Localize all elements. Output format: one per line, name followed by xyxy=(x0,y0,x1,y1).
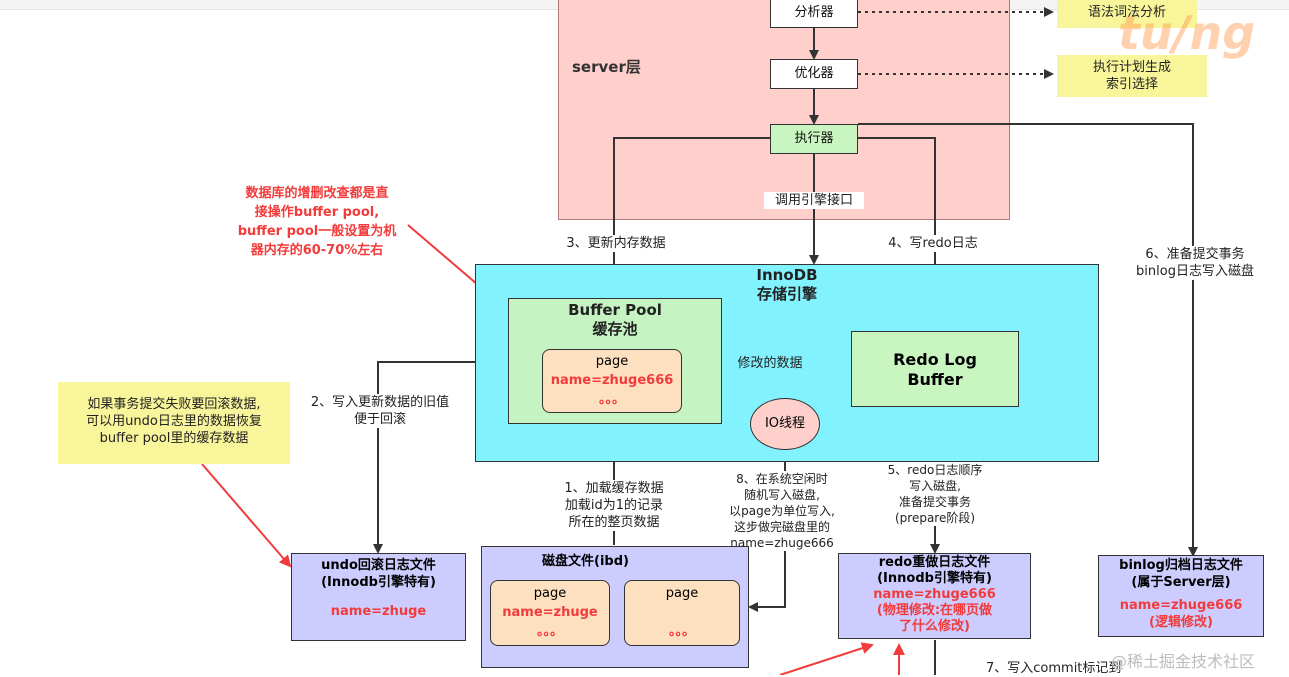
bp-title-line2: 缓存池 xyxy=(592,320,638,338)
redo-value-line2: (物理修改:在哪页做 xyxy=(876,603,993,618)
redo-buffer-line1: Redo Log xyxy=(893,350,977,369)
call-engine-label: 调用引擎接口 xyxy=(764,192,864,209)
step5-label: 5、redo日志顺序 写入磁盘, 准备提交事务 (prepare阶段) xyxy=(876,462,994,526)
redo-log-buffer: Redo Log Buffer xyxy=(851,331,1019,407)
step3-label: 3、更新内存数据 xyxy=(557,235,675,252)
undo-title-line1: undo回滚日志文件 xyxy=(321,558,436,573)
buffer-page: page name=zhuge666 。。。 xyxy=(542,349,682,413)
rollback-note-line2: 可以用undo日志里的数据恢复 xyxy=(86,414,262,429)
redo-buffer-line2: Buffer xyxy=(907,370,963,389)
undo-log-file: undo回滚日志文件 (Innodb引擎特有) name=zhuge xyxy=(291,553,466,641)
step8-line4: 这步做完磁盘里的 xyxy=(733,520,830,534)
step8-line2: 随机写入磁盘, xyxy=(744,488,820,502)
innodb-title: InnoDB 存储引擎 xyxy=(735,266,839,304)
server-layer-title: server层 xyxy=(572,58,641,76)
binlog-value-line2: (逻辑修改) xyxy=(1149,615,1213,630)
step7-label: 7、写入commit标记到 xyxy=(986,661,1122,676)
step2-line xyxy=(373,361,475,554)
plan-note-line2: 索引选择 xyxy=(1105,77,1158,92)
bp-note-line2: 接操作buffer pool, xyxy=(254,205,380,220)
step2-label: 2、写入更新数据的旧值 便于回滚 xyxy=(293,394,467,428)
disk-page1-value: name=zhuge xyxy=(502,605,598,620)
step4-label: 4、写redo日志 xyxy=(880,235,986,252)
undo-value: name=zhuge xyxy=(330,604,427,619)
parse-note: 语法词法分析 xyxy=(1057,0,1197,28)
step5-line4: (prepare阶段) xyxy=(894,511,976,525)
modified-data-label: 修改的数据 xyxy=(733,355,807,372)
binlog-file: binlog归档日志文件 (属于Server层) name=zhuge666 (… xyxy=(1098,555,1264,637)
disk-page2-dots: 。。。 xyxy=(668,624,695,639)
disk-page1-dots: 。。。 xyxy=(536,624,563,639)
redo-value-line3: 了什么修改) xyxy=(899,619,970,634)
buffer-pool-title: Buffer Pool 缓存池 xyxy=(540,301,690,339)
step2-line1: 2、写入更新数据的旧值 xyxy=(310,395,450,410)
innodb-title-line2: 存储引擎 xyxy=(756,285,817,303)
binlog-value-line1: name=zhuge666 xyxy=(1119,598,1243,613)
step8-line3: 以page为单位写入, xyxy=(729,504,835,518)
disk-page1-label: page xyxy=(533,586,567,601)
analyzer-box: 分析器 xyxy=(770,0,858,28)
buffer-page-label: page xyxy=(595,354,629,369)
plan-note: 执行计划生成 索引选择 xyxy=(1057,55,1207,97)
redo-value-line1: name=zhuge666 xyxy=(873,587,996,602)
disk-page-1: page name=zhuge 。。。 xyxy=(490,580,610,646)
bp-note-line3: buffer pool一般设置为机 xyxy=(237,224,397,239)
bp-title-line1: Buffer Pool xyxy=(568,301,662,319)
redo-title-line2: (Innodb引擎特有) xyxy=(877,571,992,586)
buffer-page-dots: 。。。 xyxy=(598,392,625,407)
step2-line2: 便于回滚 xyxy=(353,412,406,427)
step6-label: 6、准备提交事务 binlog日志写入磁盘 xyxy=(1126,246,1264,280)
plan-note-line1: 执行计划生成 xyxy=(1092,60,1171,75)
step6-line2: binlog日志写入磁盘 xyxy=(1136,264,1254,279)
step8-line5: name=zhuge666 xyxy=(730,536,834,550)
step6-line xyxy=(858,123,1198,557)
redo-log-file: redo重做日志文件 (Innodb引擎特有) name=zhuge666 (物… xyxy=(838,553,1031,639)
redo-red-arrow-a xyxy=(779,642,874,675)
disk-page2-label: page xyxy=(665,586,699,601)
step5-line3: 准备提交事务 xyxy=(898,495,971,509)
step1-label: 1、加载缓存数据 加载id为1的记录 所在的整页数据 xyxy=(556,480,672,531)
disk-page-2: page 。。。 xyxy=(624,580,740,646)
step5-line2: 写入磁盘, xyxy=(909,479,961,493)
io-thread: IO线程 xyxy=(750,398,820,450)
optimizer-box: 优化器 xyxy=(770,59,858,89)
step5-line1: 5、redo日志顺序 xyxy=(887,463,983,477)
buffer-page-value: name=zhuge666 xyxy=(550,373,674,388)
innodb-title-line1: InnoDB xyxy=(756,266,818,284)
undo-title-line2: (Innodb引擎特有) xyxy=(321,575,436,590)
step8-line1: 8、在系统空闲时 xyxy=(736,472,828,486)
rollback-note: 如果事务提交失败要回滚数据, 可以用undo日志里的数据恢复 buffer po… xyxy=(58,382,290,464)
step8-label: 8、在系统空闲时 随机写入磁盘, 以page为单位写入, 这步做完磁盘里的 na… xyxy=(722,471,842,551)
watermark: @稀土掘金技术社区 xyxy=(1110,652,1255,671)
disk-file-title: 磁盘文件(ibd) xyxy=(542,554,629,569)
rollback-note-line1: 如果事务提交失败要回滚数据, xyxy=(87,397,261,412)
rollback-note-line3: buffer pool里的缓存数据 xyxy=(99,431,249,446)
binlog-title-line2: (属于Server层) xyxy=(1131,575,1231,590)
note-to-undo-arrow xyxy=(201,463,292,568)
step1-line1: 1、加载缓存数据 xyxy=(564,481,664,496)
logo: tu/ng xyxy=(1118,6,1256,60)
step1-line2: 加载id为1的记录 xyxy=(564,498,664,513)
bp-note-line1: 数据库的增删改查都是直 xyxy=(245,186,389,201)
buffer-pool-note: 数据库的增删改查都是直 接操作buffer pool, buffer pool一… xyxy=(212,184,422,260)
binlog-title-line1: binlog归档日志文件 xyxy=(1119,558,1243,573)
step1-line3: 所在的整页数据 xyxy=(568,515,660,530)
redo-title-line1: redo重做日志文件 xyxy=(878,555,991,570)
bp-note-line4: 器内存的60-70%左右 xyxy=(250,243,384,258)
step6-line1: 6、准备提交事务 xyxy=(1145,247,1245,262)
